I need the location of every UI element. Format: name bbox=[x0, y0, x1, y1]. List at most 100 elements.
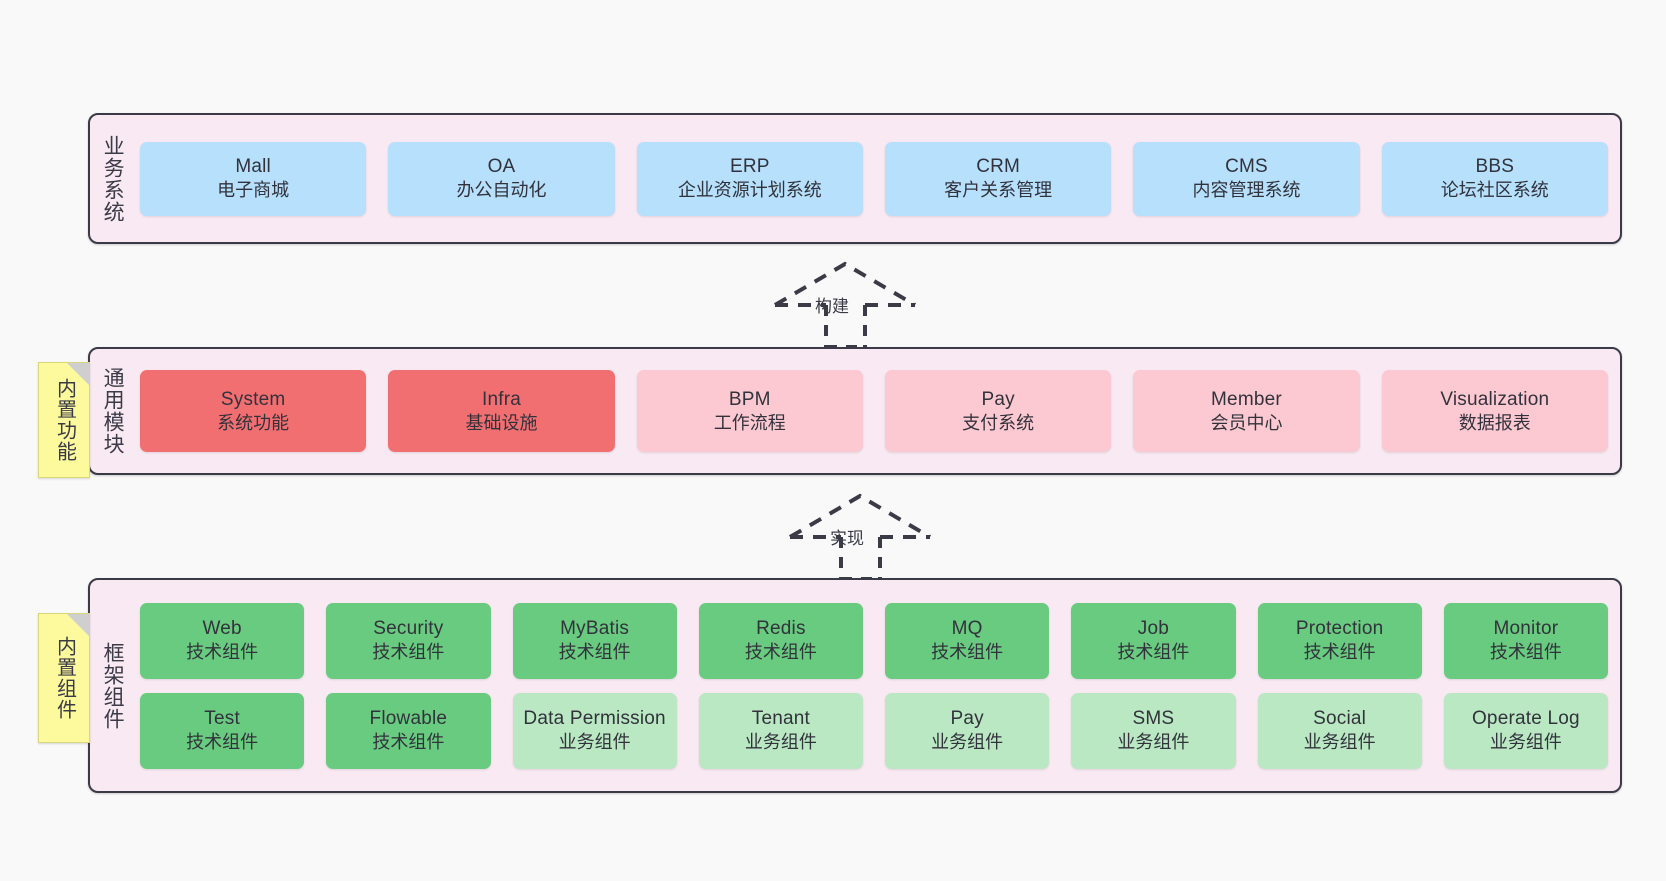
layer-business-systems: 业务系统 Mall 电子商城 OA 办公自动化 ERP 企业资源计划系统 CRM… bbox=[88, 113, 1622, 244]
card-visualization[interactable]: Visualization 数据报表 bbox=[1381, 370, 1608, 452]
card-title: Mall bbox=[235, 156, 271, 178]
card-row: Mall 电子商城 OA 办公自动化 ERP 企业资源计划系统 CRM 客户关系… bbox=[140, 141, 1608, 216]
card-title: Infra bbox=[481, 388, 521, 410]
card-web[interactable]: Web 技术组件 bbox=[140, 602, 305, 679]
card-flowable[interactable]: Flowable 技术组件 bbox=[326, 692, 491, 769]
card-bpm[interactable]: BPM 工作流程 bbox=[636, 370, 863, 452]
card-oa[interactable]: OA 办公自动化 bbox=[388, 141, 615, 216]
layer-body-business: Mall 电子商城 OA 办公自动化 ERP 企业资源计划系统 CRM 客户关系… bbox=[134, 115, 1620, 242]
layer-label-business: 业务系统 bbox=[101, 134, 125, 223]
note-builtin-features: 内置功能 bbox=[38, 362, 90, 478]
card-row: System 系统功能 Infra 基础设施 BPM 工作流程 Pay 支付系统… bbox=[140, 370, 1608, 452]
card-cms[interactable]: CMS 内容管理系统 bbox=[1133, 141, 1360, 216]
card-title: Visualization bbox=[1440, 388, 1550, 410]
card-subtitle: 技术组件 bbox=[558, 642, 631, 663]
card-title: CMS bbox=[1225, 156, 1268, 178]
card-title: Monitor bbox=[1493, 618, 1559, 640]
card-subtitle: 技术组件 bbox=[1303, 642, 1376, 663]
card-title: Web bbox=[202, 618, 242, 640]
connector-label-build: 构建 bbox=[815, 297, 849, 316]
card-mq[interactable]: MQ 技术组件 bbox=[885, 602, 1050, 679]
card-subtitle: 业务组件 bbox=[931, 732, 1004, 753]
folded-corner-icon bbox=[67, 614, 89, 636]
card-subtitle: 会员中心 bbox=[1210, 412, 1283, 433]
card-title: Flowable bbox=[369, 708, 448, 730]
layer-body-framework: Web 技术组件 Security 技术组件 MyBatis 技术组件 Redi… bbox=[134, 580, 1620, 791]
card-row: Test 技术组件 Flowable 技术组件 Data Permission … bbox=[140, 692, 1608, 769]
generalization-arrow-icon bbox=[773, 261, 917, 350]
card-title: Redis bbox=[756, 618, 806, 640]
card-pay-module[interactable]: Pay 支付系统 bbox=[884, 370, 1112, 452]
note-label: 内置功能 bbox=[53, 378, 76, 462]
folded-corner-icon bbox=[67, 363, 89, 385]
card-title: BPM bbox=[728, 388, 771, 410]
card-test[interactable]: Test 技术组件 bbox=[140, 692, 305, 769]
card-row: Web 技术组件 Security 技术组件 MyBatis 技术组件 Redi… bbox=[140, 602, 1608, 679]
card-crm[interactable]: CRM 客户关系管理 bbox=[884, 141, 1112, 216]
card-title: MQ bbox=[951, 618, 983, 640]
card-title: Pay bbox=[981, 388, 1015, 410]
card-subtitle: 技术组件 bbox=[372, 642, 445, 663]
connector-build: 构建 bbox=[755, 258, 917, 350]
card-subtitle: 技术组件 bbox=[186, 732, 259, 753]
card-subtitle: 基础设施 bbox=[465, 412, 538, 433]
card-job[interactable]: Job 技术组件 bbox=[1071, 602, 1236, 679]
card-title: BBS bbox=[1475, 156, 1515, 178]
card-infra[interactable]: Infra 基础设施 bbox=[388, 370, 615, 452]
card-title: Data Permission bbox=[523, 708, 666, 730]
card-member[interactable]: Member 会员中心 bbox=[1133, 370, 1360, 452]
card-subtitle: 内容管理系统 bbox=[1192, 180, 1301, 201]
card-subtitle: 业务组件 bbox=[1489, 732, 1562, 753]
card-subtitle: 工作流程 bbox=[713, 412, 786, 433]
card-title: System bbox=[220, 388, 286, 410]
card-title: MyBatis bbox=[560, 618, 630, 640]
card-subtitle: 技术组件 bbox=[186, 642, 259, 663]
note-builtin-components: 内置组件 bbox=[38, 613, 90, 743]
card-title: Operate Log bbox=[1471, 708, 1580, 730]
card-tenant[interactable]: Tenant 业务组件 bbox=[698, 692, 863, 769]
card-monitor[interactable]: Monitor 技术组件 bbox=[1443, 602, 1608, 679]
note-label: 内置组件 bbox=[53, 636, 76, 720]
card-subtitle: 数据报表 bbox=[1458, 412, 1531, 433]
card-subtitle: 业务组件 bbox=[1117, 732, 1190, 753]
card-subtitle: 技术组件 bbox=[372, 732, 445, 753]
card-title: Tenant bbox=[751, 708, 810, 730]
card-social[interactable]: Social 业务组件 bbox=[1257, 692, 1422, 769]
card-subtitle: 技术组件 bbox=[1489, 642, 1562, 663]
card-title: Social bbox=[1313, 708, 1367, 730]
card-bbs[interactable]: BBS 论坛社区系统 bbox=[1381, 141, 1608, 216]
card-subtitle: 技术组件 bbox=[931, 642, 1004, 663]
layer-framework-components: 框架组件 Web 技术组件 Security 技术组件 MyBatis 技术组件… bbox=[88, 578, 1622, 793]
card-subtitle: 支付系统 bbox=[962, 412, 1035, 433]
connector-label-implement: 实现 bbox=[830, 529, 864, 548]
card-subtitle: 技术组件 bbox=[744, 642, 817, 663]
card-operate-log[interactable]: Operate Log 业务组件 bbox=[1443, 692, 1608, 769]
card-title: Job bbox=[1137, 618, 1169, 640]
card-system[interactable]: System 系统功能 bbox=[140, 370, 367, 452]
card-subtitle: 电子商城 bbox=[217, 180, 290, 201]
card-title: SMS bbox=[1132, 708, 1175, 730]
card-subtitle: 业务组件 bbox=[744, 732, 817, 753]
card-pay-component[interactable]: Pay 业务组件 bbox=[885, 692, 1050, 769]
card-redis[interactable]: Redis 技术组件 bbox=[698, 602, 863, 679]
card-mybatis[interactable]: MyBatis 技术组件 bbox=[512, 602, 677, 679]
card-data-permission[interactable]: Data Permission 业务组件 bbox=[512, 692, 677, 769]
connector-implement: 实现 bbox=[770, 490, 932, 582]
card-title: CRM bbox=[976, 156, 1021, 178]
card-subtitle: 论坛社区系统 bbox=[1440, 180, 1549, 201]
card-subtitle: 办公自动化 bbox=[456, 180, 547, 201]
card-sms[interactable]: SMS 业务组件 bbox=[1071, 692, 1236, 769]
card-protection[interactable]: Protection 技术组件 bbox=[1257, 602, 1422, 679]
card-subtitle: 客户关系管理 bbox=[944, 180, 1053, 201]
card-title: Pay bbox=[950, 708, 984, 730]
card-title: ERP bbox=[729, 156, 770, 178]
card-subtitle: 业务组件 bbox=[1303, 732, 1376, 753]
card-title: Security bbox=[373, 618, 444, 640]
card-mall[interactable]: Mall 电子商城 bbox=[140, 141, 367, 216]
card-erp[interactable]: ERP 企业资源计划系统 bbox=[636, 141, 863, 216]
card-subtitle: 业务组件 bbox=[558, 732, 631, 753]
layer-label-framework: 框架组件 bbox=[101, 641, 125, 730]
card-security[interactable]: Security 技术组件 bbox=[326, 602, 491, 679]
layer-general-modules: 通用模块 System 系统功能 Infra 基础设施 BPM 工作流程 Pay… bbox=[88, 347, 1622, 475]
